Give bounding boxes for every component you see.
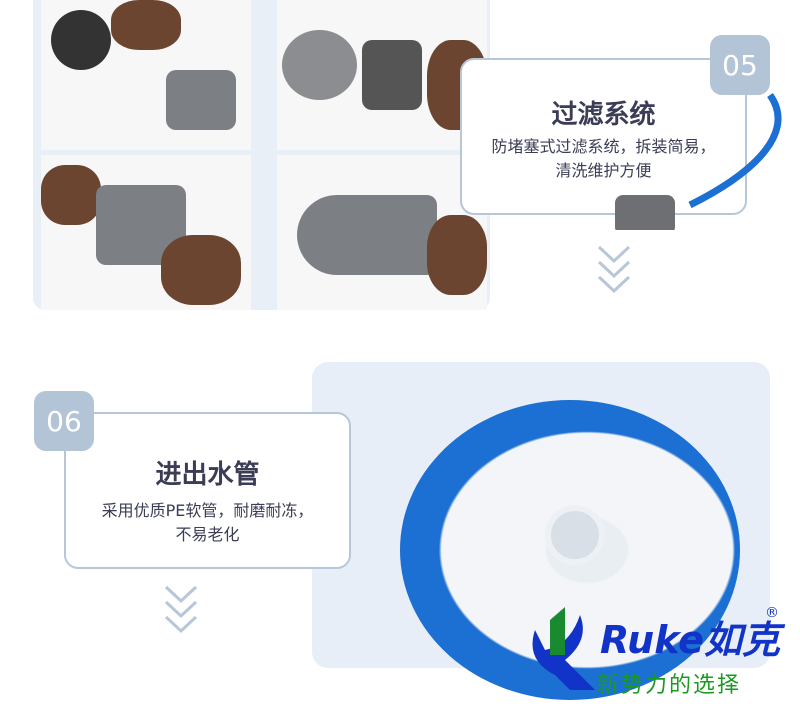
- blue-hose: [615, 92, 782, 230]
- brand-name: Ruke如克: [600, 618, 780, 662]
- filter-cap: [282, 30, 357, 100]
- filter-photo-3: [41, 155, 251, 310]
- feature-description: 采用优质PE软管，耐磨耐冻，不易老化: [101, 501, 314, 544]
- filter-housing: [166, 70, 236, 130]
- feature-card-hose: 进出水管 采用优质PE软管，耐磨耐冻，不易老化: [64, 412, 351, 569]
- feature-title: 过滤系统: [551, 100, 656, 130]
- feature-title: 进出水管: [155, 460, 260, 490]
- filter-cone: [297, 195, 437, 275]
- hand: [41, 165, 101, 225]
- hand: [427, 215, 487, 295]
- filter-photo-2: [277, 0, 487, 150]
- feature-number-badge: 06: [34, 391, 94, 451]
- brand-slogan: 新势力的选择: [597, 673, 742, 698]
- hand: [161, 235, 241, 305]
- feature-description: 防堵塞式过滤系统，拆装简易，清洗维护方便: [491, 137, 716, 180]
- hand: [111, 0, 181, 50]
- filter-photo-1: [41, 0, 251, 150]
- filter-photo-panel: [33, 0, 490, 310]
- feature-card-filter-system: 过滤系统 防堵塞式过滤系统，拆装简易，清洗维护方便: [460, 58, 747, 215]
- mesh-filter: [51, 10, 111, 70]
- logo-k-mark: [532, 607, 595, 690]
- reel-hub: [545, 505, 605, 565]
- registered-mark: ®: [765, 605, 779, 621]
- feature-number-badge: 05: [710, 35, 770, 95]
- filter-body: [362, 40, 422, 110]
- filter-photo-4: [277, 155, 487, 310]
- ruke-logo: Ruke如克 ® 新势力的选择: [525, 605, 785, 698]
- chevron-down-icon: [164, 585, 198, 634]
- chevron-down-icon: [597, 245, 631, 294]
